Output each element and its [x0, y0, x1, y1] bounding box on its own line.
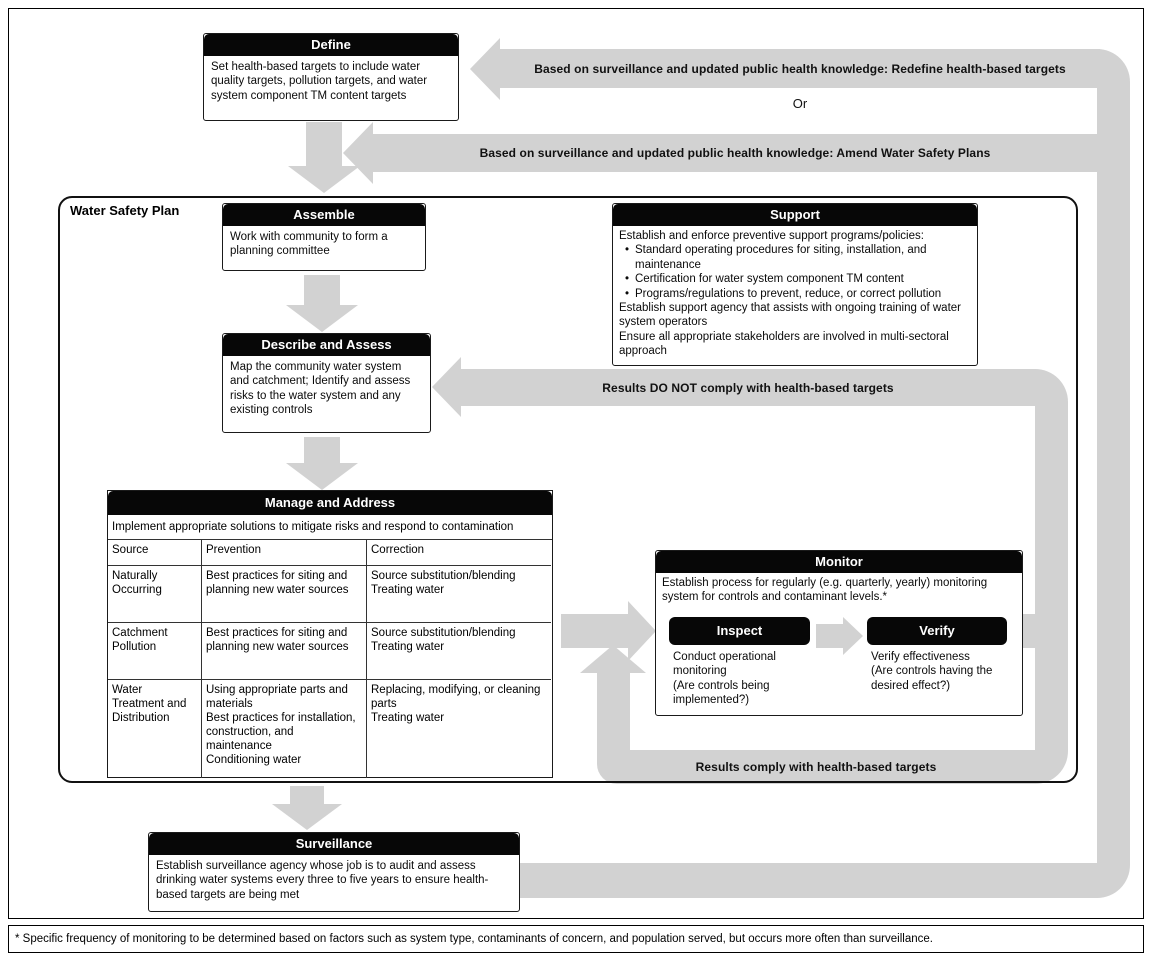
- monitor-header: Monitor: [656, 551, 1022, 573]
- define-down-arrowhead-icon: [288, 166, 360, 193]
- assemble-body: Work with community to form a planning c…: [230, 231, 388, 258]
- manage-to-monitor-arrow-shaft: [561, 614, 628, 648]
- describe-assess-body: Map the community water system and catch…: [230, 361, 411, 417]
- describe-assess-box: Describe and Assess Map the community wa…: [222, 333, 431, 433]
- verify-header: Verify: [867, 617, 1007, 645]
- support-box: Support Establish and enforce preventive…: [612, 203, 978, 366]
- redefine-arrowhead-icon: [470, 38, 500, 100]
- row-source: Catchment Pollution: [108, 623, 201, 680]
- or-label: Or: [792, 96, 808, 111]
- redefine-arrow-band: Based on surveillance and updated public…: [500, 49, 1100, 88]
- support-item: •Standard operating procedures for sitin…: [619, 243, 971, 272]
- assemble-down-arrowhead-icon: [286, 305, 358, 332]
- row-prevention: Best practices for siting and planning n…: [201, 623, 366, 680]
- assemble-header: Assemble: [223, 204, 425, 226]
- row-correction: Replacing, modifying, or cleaning parts …: [366, 680, 551, 778]
- define-down-arrow-shaft: [306, 122, 342, 168]
- inspect-to-verify-arrow-shaft: [816, 624, 843, 648]
- bullet-icon: •: [624, 287, 630, 300]
- amend-arrow-band: Based on surveillance and updated public…: [373, 134, 1097, 172]
- support-item: •Certification for water system componen…: [619, 272, 971, 286]
- surveillance-header: Surveillance: [149, 833, 519, 855]
- describe-down-arrowhead-icon: [286, 463, 358, 490]
- monitor-box: Monitor Establish process for regularly …: [655, 550, 1023, 716]
- support-body: Establish and enforce preventive support…: [613, 226, 977, 361]
- column-header-correction: Correction: [366, 540, 551, 566]
- diagram-frame: [8, 8, 1144, 919]
- bullet-icon: •: [624, 273, 630, 286]
- define-header: Define: [204, 34, 458, 56]
- bullet-icon: •: [624, 244, 630, 257]
- assemble-box: Assemble Work with community to form a p…: [222, 203, 426, 271]
- comply-up-arrowhead-icon: [580, 645, 646, 673]
- row-prevention: Using appropriate parts and materials Be…: [201, 680, 366, 778]
- define-box: Define Set health-based targets to inclu…: [203, 33, 459, 121]
- support-item: Establish and enforce preventive support…: [619, 230, 924, 242]
- manage-address-table: Manage and Address Implement appropriate…: [107, 490, 553, 778]
- verify-body: Verify effectiveness (Are controls havin…: [871, 651, 993, 692]
- water-safety-plan-container: [58, 196, 1078, 783]
- surveillance-to-loop-band: [516, 863, 1097, 898]
- monitor-body: Establish process for regularly (e.g. qu…: [662, 577, 988, 604]
- surveillance-box: Surveillance Establish surveillance agen…: [148, 832, 520, 912]
- water-safety-plan-label: Water Safety Plan: [70, 203, 180, 218]
- row-source: Water Treatment and Distribution: [112, 684, 187, 725]
- surveillance-body: Establish surveillance agency whose job …: [156, 860, 489, 901]
- row-prevention: Best practices for siting and planning n…: [201, 566, 366, 623]
- not-comply-arrow-band: Results DO NOT comply with health-based …: [461, 369, 1035, 406]
- not-comply-arrowhead-icon: [432, 357, 461, 417]
- outer-loop-vertical-band: [1097, 49, 1130, 898]
- row-correction: Source substitution/blending Treating wa…: [366, 623, 551, 680]
- manage-address-header: Manage and Address: [108, 491, 552, 515]
- assemble-down-arrow-shaft: [304, 275, 340, 305]
- inspect-body: Conduct operational monitoring (Are cont…: [673, 651, 776, 707]
- row-correction: Source substitution/blending Treating wa…: [366, 566, 551, 623]
- support-item: Ensure all appropriate stakeholders are …: [619, 330, 949, 357]
- inspect-header: Inspect: [669, 617, 810, 645]
- define-body: Set health-based targets to include wate…: [211, 61, 428, 102]
- monitor-to-loop-connector: [1020, 614, 1050, 648]
- comply-up-shaft: [597, 671, 630, 753]
- support-item: Establish support agency that assists wi…: [619, 301, 961, 329]
- column-header-prevention: Prevention: [201, 540, 366, 566]
- manage-down-arrowhead-icon: [272, 804, 342, 830]
- footnote: * Specific frequency of monitoring to be…: [8, 925, 1144, 953]
- comply-arrow-band: Results comply with health-based targets: [597, 750, 1035, 784]
- row-source: Naturally Occurring: [108, 566, 201, 623]
- inner-loop-vertical-band: [1035, 369, 1068, 784]
- support-header: Support: [613, 204, 977, 226]
- manage-address-grid: Source Prevention Correction Naturally O…: [108, 540, 552, 778]
- inspect-to-verify-arrowhead-icon: [843, 617, 863, 655]
- support-item: •Programs/regulations to prevent, reduce…: [619, 287, 971, 301]
- manage-down-arrow-shaft: [290, 786, 324, 804]
- describe-assess-header: Describe and Assess: [223, 334, 430, 356]
- manage-address-subtitle: Implement appropriate solutions to mitig…: [108, 515, 552, 540]
- describe-down-arrow-shaft: [304, 437, 340, 463]
- column-header-source: Source: [108, 540, 201, 566]
